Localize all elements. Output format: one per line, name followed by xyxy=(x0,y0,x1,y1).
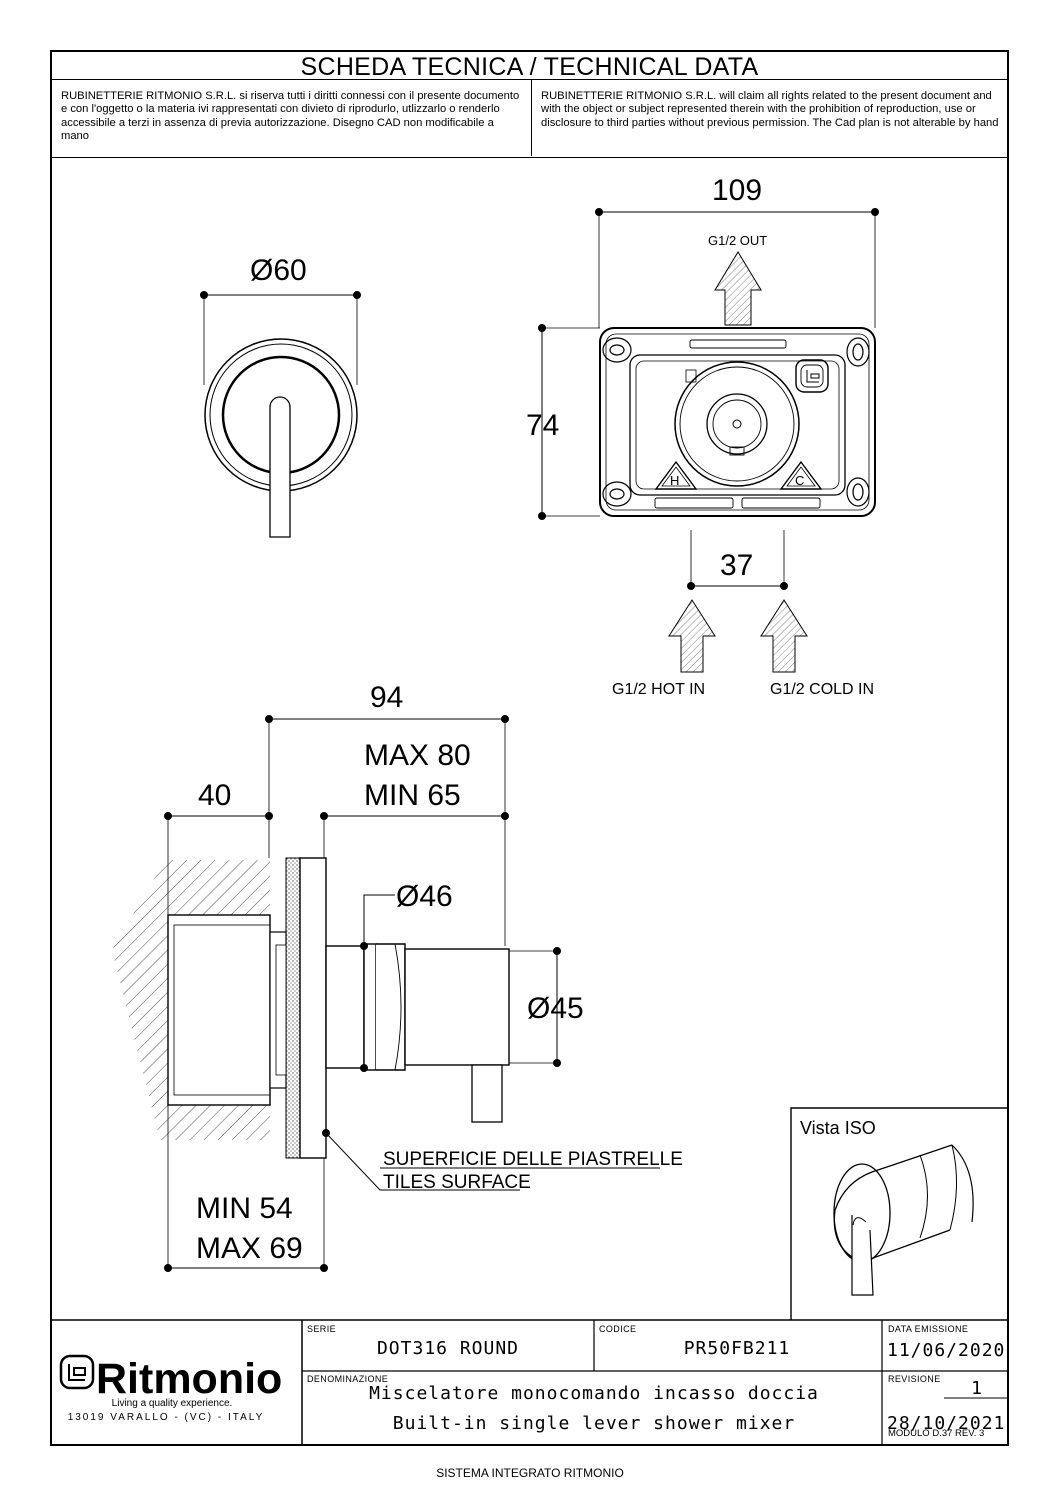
rear-height-label: 74 xyxy=(526,409,559,442)
iso-view-label: Vista ISO xyxy=(800,1118,876,1138)
title-block-grid xyxy=(52,1319,1007,1444)
hot-inlet-label: G1/2 HOT IN xyxy=(612,681,705,698)
codice-label: CODICE xyxy=(599,1324,636,1334)
wall-depth-label: 40 xyxy=(198,779,231,812)
data-emissione-value: 11/06/2020 xyxy=(887,1340,1005,1361)
form-code: MODULO D.37 REV. 3 xyxy=(888,1428,985,1439)
brand-name: Ritmonio xyxy=(96,1355,282,1403)
max-depth-label: MAX 80 xyxy=(364,739,471,772)
iso-view xyxy=(790,1107,1007,1320)
cold-inlet-label: G1/2 COLD IN xyxy=(770,681,874,698)
brand-tagline: Living a quality experience. xyxy=(112,1398,233,1409)
rear-view xyxy=(538,208,879,673)
serie-label: SERIE xyxy=(307,1324,336,1334)
revisione-value: 1 xyxy=(971,1378,983,1399)
denominazione-label: DENOMINAZIONE xyxy=(307,1374,388,1384)
codice-value: PR50FB211 xyxy=(684,1338,791,1359)
handle-diameter-label: Ø45 xyxy=(527,992,584,1025)
front-diameter-label: Ø60 xyxy=(250,254,307,287)
data-emissione-label: DATA EMISSIONE xyxy=(888,1324,968,1334)
min-depth-label: MIN 65 xyxy=(364,779,461,812)
max-embed-label: MAX 69 xyxy=(196,1232,303,1265)
min-embed-label: MIN 54 xyxy=(196,1192,293,1225)
hot-marker: H xyxy=(670,473,679,488)
outlet-label: G1/2 OUT xyxy=(708,233,767,248)
footer-system: SISTEMA INTEGRATO RITMONIO xyxy=(436,1466,624,1480)
drawing-frame xyxy=(50,50,1009,1446)
front-view xyxy=(200,291,361,538)
body-diameter-label: Ø46 xyxy=(396,880,453,913)
denominazione-italian: Miscelatore monocomando incasso doccia xyxy=(369,1383,819,1404)
cold-marker: C xyxy=(795,473,804,488)
notice-divider xyxy=(52,157,1007,158)
denominazione-english: Built-in single lever shower mixer xyxy=(393,1413,795,1434)
copyright-notice-english: RUBINETTERIE RITMONIO S.R.L. will claim … xyxy=(541,90,999,129)
serie-value: DOT316 ROUND xyxy=(377,1338,519,1359)
revisione-label: REVISIONE xyxy=(888,1374,941,1384)
revisione-date: 28/10/2021 xyxy=(887,1413,1005,1434)
brand-address: 13019 VARALLO - (VC) - ITALY xyxy=(68,1412,265,1423)
copyright-notice-italian: RUBINETTERIE RITMONIO S.R.L. si riserva … xyxy=(52,80,532,156)
rear-width-label: 109 xyxy=(712,174,762,207)
total-length-label: 94 xyxy=(370,681,403,714)
inlet-spacing-label: 37 xyxy=(720,549,753,582)
side-view xyxy=(112,715,660,1272)
tiles-label-english: TILES SURFACE xyxy=(383,1172,531,1193)
ritmonio-logo-mark xyxy=(59,1354,95,1390)
sheet-title: SCHEDA TECNICA / TECHNICAL DATA xyxy=(52,52,1007,81)
tiles-label-italian: SUPERFICIE DELLE PIASTRELLE xyxy=(383,1149,683,1170)
